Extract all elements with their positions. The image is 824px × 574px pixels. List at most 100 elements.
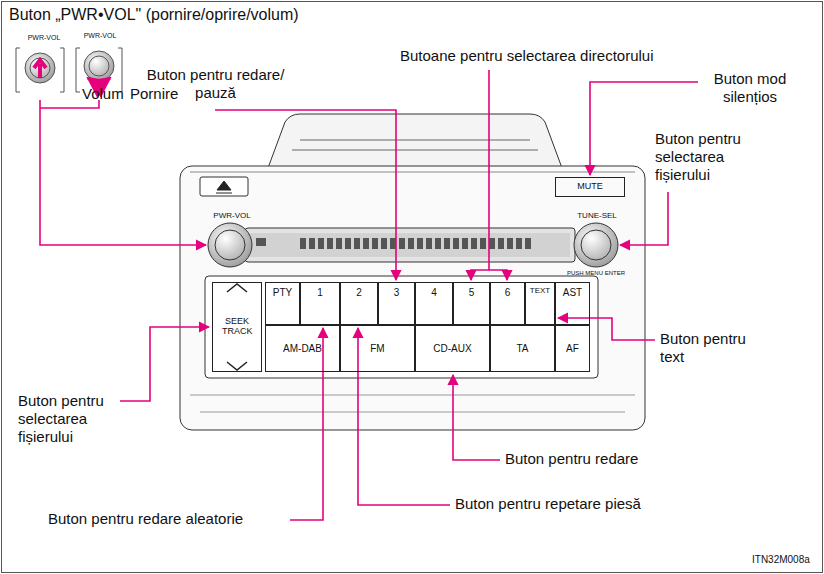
lcd-segment (372, 238, 378, 249)
button-label: CD-AUX (433, 343, 471, 354)
radio-button: 2 (340, 282, 378, 325)
lcd-segment (300, 238, 306, 249)
panel-marking: PWR-VOL (80, 32, 120, 40)
callout-label: Pornire (130, 85, 190, 103)
display (245, 228, 575, 262)
pwr-vol-knob (208, 223, 252, 267)
lcd-icon (256, 238, 266, 246)
button-label: 2 (356, 287, 362, 298)
lcd-segment (408, 238, 414, 249)
knob-ring (581, 230, 611, 260)
lcd-segment (525, 238, 531, 249)
callout-label: Buton pentru redare/ pauză (128, 66, 303, 102)
radio-button: 6 (490, 282, 525, 325)
eject-button (200, 177, 248, 196)
lcd-segment (435, 238, 441, 249)
lcd-segment (498, 238, 504, 249)
tune-sel-knob (574, 223, 618, 267)
leader-line (40, 100, 206, 245)
panel-marking: PWR-VOL (208, 211, 256, 221)
lcd-segment (516, 238, 522, 249)
lcd-segment (381, 238, 387, 249)
lcd-segment (327, 238, 333, 249)
cd-slot (292, 140, 538, 150)
icon-bracket (76, 48, 80, 92)
button-label: AST (563, 287, 582, 298)
callout-label: Buton pentru selectarea fișierului (18, 392, 130, 446)
button-label: MUTE (577, 182, 603, 192)
leader-line (215, 110, 396, 280)
button-label: 5 (469, 287, 475, 298)
leader-line (471, 70, 489, 280)
lcd-segment (318, 238, 324, 249)
button-label: 6 (505, 287, 511, 298)
button-panel (205, 276, 598, 378)
callout-label: Buton pentru redare (505, 450, 705, 468)
radio-button: PTY (265, 282, 300, 325)
button-label: FM (370, 343, 384, 354)
leader-line (453, 375, 500, 460)
lcd-segment (453, 238, 459, 249)
button-label: 1 (317, 287, 323, 298)
knob-ring (215, 230, 245, 260)
callout-label: Buton mod silențios (690, 70, 810, 106)
leader-line (358, 328, 450, 505)
button-label: PTY (273, 287, 292, 298)
panel-marking: ITN32M008a (752, 554, 818, 566)
push-arrow (34, 60, 46, 78)
lcd-segment (507, 238, 513, 249)
lcd-segment (426, 238, 432, 249)
radio-button: 5 (453, 282, 490, 325)
lcd-segment (309, 238, 315, 249)
button-label: AF (566, 343, 579, 354)
leader-line (558, 318, 655, 340)
radio-body (180, 114, 645, 430)
lcd-segment (444, 238, 450, 249)
radio-button: TA (490, 325, 555, 372)
lcd-segment (417, 238, 423, 249)
lcd-segment (462, 238, 468, 249)
radio-button: 3 (378, 282, 415, 325)
faceplate-edge (190, 172, 635, 173)
turn-arrow (88, 78, 110, 82)
button-label: SEEK TRACK (222, 317, 252, 337)
knob-icon (25, 53, 55, 83)
callout-label: Buton pentru redare aleatorie (48, 510, 288, 528)
cd-housing (268, 114, 562, 168)
eject-symbol (216, 181, 232, 193)
button-label: 3 (394, 287, 400, 298)
radio-button: FM (340, 325, 415, 372)
lcd-segment (489, 238, 495, 249)
lcd-segment (354, 238, 360, 249)
radio-button: MUTE (555, 177, 625, 197)
knob-icon (84, 51, 114, 81)
lcd-segment (336, 238, 342, 249)
lcd-segment (480, 238, 486, 249)
radio-button: 1 (300, 282, 340, 325)
button-label: AM-DAB (283, 343, 322, 354)
callout-label: Buton pentru selectarea fișierului (655, 130, 767, 184)
callout-label: Buton pentru repetare piesă (455, 495, 695, 513)
title-callout: Buton „PWR•VOL" (pornire/oprire/volum) (9, 5, 439, 24)
radio-button: 4 (415, 282, 453, 325)
knob-icon-ring (89, 56, 109, 76)
lcd-segment (345, 238, 351, 249)
lower-edge (190, 395, 635, 412)
radio-button: AST (555, 282, 590, 325)
leader-line (489, 270, 507, 280)
panel-marking: TUNE-SEL (570, 211, 624, 221)
leader-line (290, 328, 323, 520)
callout-label: Buton pentru text (660, 330, 770, 366)
panel-marking: PUSH MENU ENTER (560, 270, 632, 277)
radio-button: TEXT (525, 282, 555, 325)
radio-button: SEEK TRACK (212, 282, 262, 372)
lcd-segment (363, 238, 369, 249)
radio-button: AF (555, 325, 590, 372)
leader-line (620, 192, 668, 245)
panel-marking: PWR-VOL (24, 34, 64, 42)
faceplate (180, 166, 645, 430)
lcd-segment (399, 238, 405, 249)
button-label: TA (516, 343, 528, 354)
